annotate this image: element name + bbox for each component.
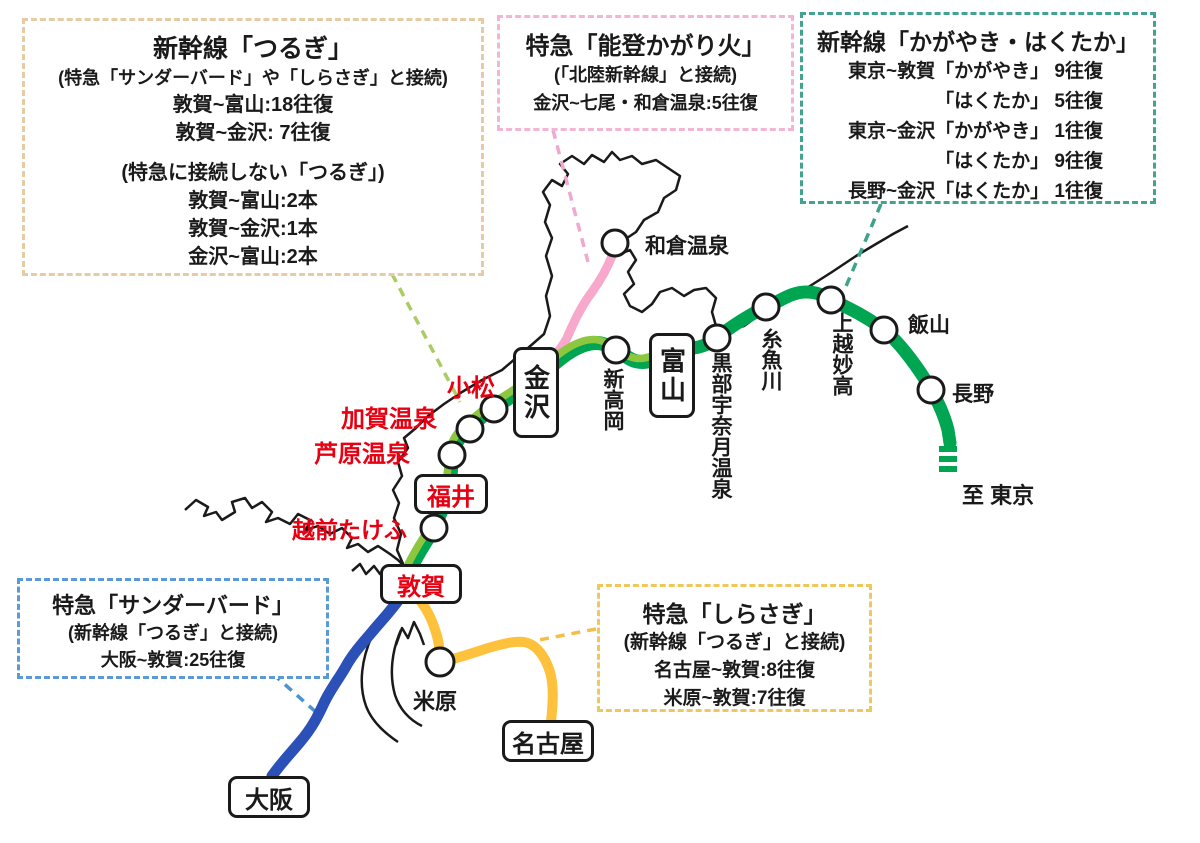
station-circle-kurobe [702, 323, 732, 353]
tsurugi-line-4: 敦賀~富山:2本 [188, 190, 318, 212]
station-label-nagano: 長野 [952, 383, 994, 406]
kagayaki-title: 新幹線「かがやき・はくたか」 [817, 29, 1139, 55]
station-label-iiyama: 飯山 [908, 314, 950, 337]
station-label-maibara: 米原 [413, 689, 458, 714]
info-box-tsurugi: 新幹線「つるぎ」 (特急「サンダーバード」や「しらさぎ」と接続) 敦賀~富山:1… [22, 18, 484, 276]
kagayaki-line-3: 「はくたか」 9往復 [935, 151, 1103, 172]
station-circle-nagano [916, 375, 946, 405]
tsurugi-line-1: 敦賀~富山:18往復 [172, 94, 334, 116]
shirasagi-title: 特急「しらさぎ」 [642, 601, 827, 627]
tsurugi-note: (特急「サンダーバード」や「しらさぎ」と接続) [58, 68, 448, 88]
station-label-kurobe-unazuki-onsen: 黒部宇奈月温泉 [709, 352, 732, 499]
station-label-komatsu: 小松 [447, 375, 495, 402]
tsurugi-line-5: 敦賀~金沢:1本 [188, 218, 318, 240]
noto-note: (「北陸新幹線」と接続) [554, 65, 737, 85]
station-box-nagoya: 名古屋 [502, 720, 594, 762]
station-circle-komatsu [479, 394, 509, 424]
noto-title: 特急「能登かがり火」 [525, 33, 766, 60]
to-tokyo-label: 至 東京 [962, 483, 1035, 508]
tsurugi-line-3: (特急に接続しない「つるぎ」) [121, 162, 385, 184]
leader-noto-box [551, 129, 590, 263]
station-circle-itoigawa [751, 292, 781, 322]
station-box-toyama: 富山 [649, 333, 695, 418]
info-box-kagayaki-hakutaka: 新幹線「かがやき・はくたか」 東京~敦賀「かがやき」 9往復 「はくたか」 5往… [800, 12, 1156, 204]
station-box-fukui: 福井 [414, 474, 488, 514]
tsurugi-line-6: 金沢~富山:2本 [188, 246, 318, 268]
station-circle-echizen-takefu [419, 513, 449, 543]
coastline-wakasa-noto [184, 150, 909, 568]
station-label-wakura-onsen: 和倉温泉 [645, 235, 729, 258]
station-circle-wakura-onsen [600, 228, 630, 258]
leader-shirasagi-box [522, 627, 597, 645]
station-circles [419, 228, 946, 678]
spacer [25, 147, 481, 159]
station-circle-awara-onsen [437, 440, 467, 470]
station-label-kaga-onsen: 加賀温泉 [341, 406, 437, 433]
station-box-tsuruga: 敦賀 [380, 564, 462, 604]
info-box-thunderbird: 特急「サンダーバード」 (新幹線「つるぎ」と接続) 大阪~敦賀:25往復 [17, 578, 329, 679]
noto-line-1: 金沢~七尾・和倉温泉:5往復 [533, 93, 758, 113]
station-box-osaka: 大阪 [228, 776, 310, 818]
coastline-lake-biwa-east [390, 629, 423, 728]
shirasagi-line-1: 名古屋~敦賀:8往復 [654, 660, 815, 681]
station-label-shin-takaoka: 新高岡 [601, 368, 624, 431]
info-box-noto-kagaribi: 特急「能登かがり火」 (「北陸新幹線」と接続) 金沢~七尾・和倉温泉:5往復 [497, 15, 794, 131]
station-circle-shin-takaoka [601, 335, 631, 365]
shirasagi-line-2: 米原~敦賀:7往復 [663, 688, 806, 709]
leader-kagayaki-box [842, 203, 883, 292]
station-label-echizen-takefu: 越前たけふ [292, 517, 407, 543]
station-circle-maibara [424, 646, 456, 678]
tsurugi-title: 新幹線「つるぎ」 [152, 35, 353, 63]
thunderbird-note: (新幹線「つるぎ」と接続) [68, 623, 278, 643]
info-box-shirasagi: 特急「しらさぎ」 (新幹線「つるぎ」と接続) 名古屋~敦賀:8往復 米原~敦賀:… [597, 584, 872, 712]
shirasagi-note: (新幹線「つるぎ」と接続) [623, 632, 846, 653]
kagayaki-line-2: 東京~金沢「かがやき」 1往復 [848, 121, 1103, 142]
tsurugi-line-2: 敦賀~金沢: 7往復 [175, 122, 331, 144]
station-circle-joetsu-myoko [816, 285, 846, 315]
station-label-itoigawa: 糸魚川 [759, 328, 782, 391]
thunderbird-line [266, 592, 406, 782]
leader-tsurugi-box [390, 273, 462, 403]
station-box-kanazawa: 金沢 [513, 347, 559, 438]
kagayaki-line-0: 東京~敦賀「かがやき」 9往復 [848, 61, 1103, 82]
coastline-lake-biwa-west [360, 635, 399, 744]
kagayaki-line-1: 「はくたか」 5往復 [935, 91, 1103, 112]
thunderbird-line-1: 大阪~敦賀:25往復 [100, 650, 246, 670]
station-label-awara-onsen: 芦原温泉 [314, 441, 410, 468]
thunderbird-title: 特急「サンダーバード」 [52, 593, 294, 618]
shirasagi-line [413, 593, 558, 727]
station-circle-kaga-onsen [455, 414, 485, 444]
kagayaki-line-4: 長野~金沢「はくたか」 1往復 [848, 181, 1103, 202]
station-circle-iiyama [869, 315, 899, 345]
station-label-joetsu-myoko: 上越妙高 [830, 312, 853, 396]
leader-thunderbird-box [271, 672, 319, 715]
